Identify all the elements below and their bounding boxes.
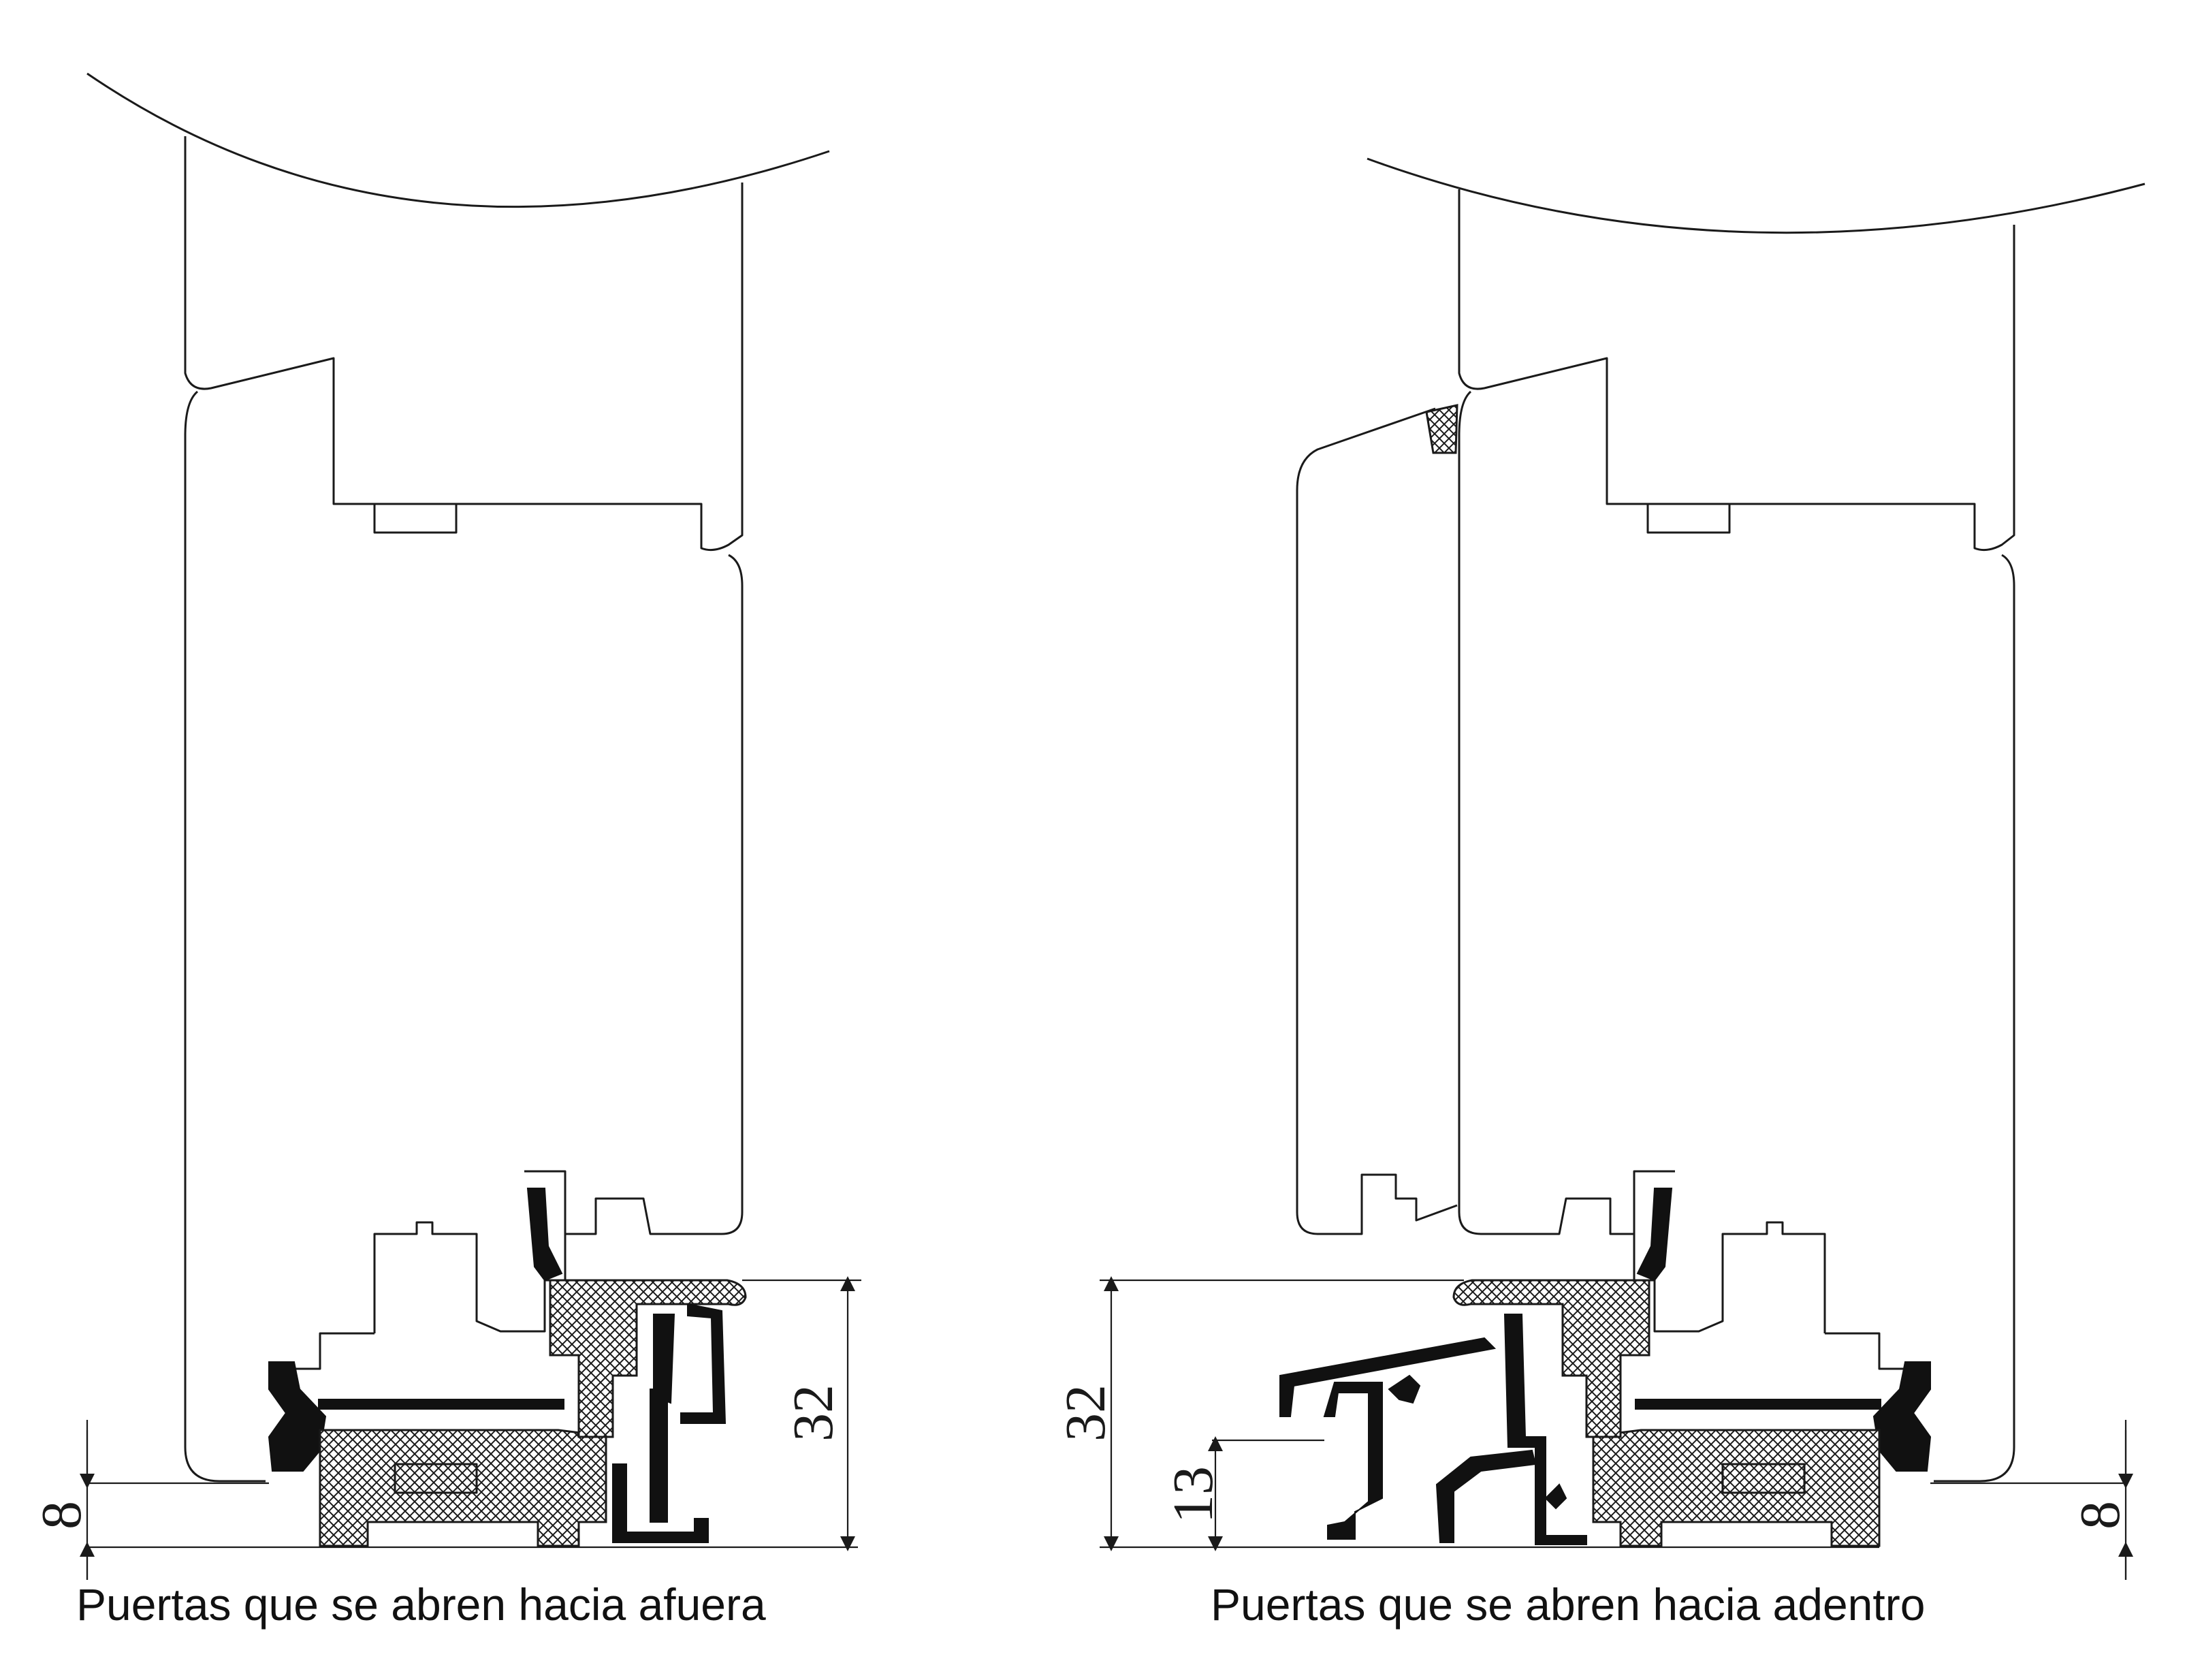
left-section-drawing: 32 8 (30, 72, 861, 1580)
right-threshold-cap (1452, 1279, 1650, 1438)
right-outer-gasket (1872, 1361, 1932, 1472)
left-threshold-cap (549, 1279, 747, 1438)
left-outer-gasket (268, 1361, 327, 1472)
left-sash-rail (318, 1399, 564, 1410)
left-door-leaf (184, 390, 266, 1483)
right-hardware-step (1825, 1332, 1913, 1370)
right-top-gasket (1636, 1188, 1673, 1282)
left-threshold-cavity (394, 1463, 478, 1494)
right-dim-13-label: 13 (1162, 1466, 1225, 1523)
left-top-gasket (526, 1188, 563, 1282)
right-dim-32-label: 32 (1054, 1384, 1117, 1442)
left-hardware-step (286, 1332, 374, 1370)
left-sash-upper (184, 136, 744, 552)
right-sash-seal (1425, 404, 1458, 454)
left-glazing-bead (373, 503, 458, 534)
right-glazing-bead (1646, 503, 1731, 534)
right-section-drawing: 32 13 8 (1054, 157, 2145, 1580)
right-threshold-base (1592, 1429, 1881, 1547)
left-inner-gasket (653, 1314, 675, 1404)
right-tee-profile (1544, 1483, 1567, 1510)
right-ramp-profile (1279, 1337, 1497, 1417)
left-break-line (86, 72, 830, 208)
left-drain-channel (680, 1303, 727, 1424)
caption-inward: Puertas que se abren hacia adentro (1211, 1579, 1926, 1630)
left-hardware-block (373, 1221, 546, 1333)
left-tee-profile (650, 1389, 668, 1523)
left-dim-32-label: 32 (782, 1384, 845, 1442)
right-step-profile (1323, 1382, 1383, 1540)
right-door-leaf-right-edge (1934, 554, 2015, 1483)
left-threshold-base (319, 1429, 607, 1547)
right-outer-sash (1296, 407, 1458, 1235)
right-dim-8-label: 8 (2069, 1501, 2132, 1530)
right-hardware-block (1653, 1221, 1826, 1333)
right-sash-upper (1458, 189, 2015, 552)
right-threshold-cavity (1721, 1463, 1806, 1494)
right-break-line (1367, 157, 2145, 234)
caption-outward: Puertas que se abren hacia afuera (76, 1579, 766, 1630)
right-drip-profile (1435, 1449, 1537, 1543)
left-dim-8-label: 8 (30, 1501, 93, 1530)
right-door-leaf (1458, 390, 1634, 1235)
right-hook-profile (1388, 1374, 1421, 1404)
right-sash-rail (1635, 1399, 1881, 1410)
left-door-leaf-right-edge (565, 554, 744, 1235)
left-bottom-channel (612, 1463, 709, 1543)
